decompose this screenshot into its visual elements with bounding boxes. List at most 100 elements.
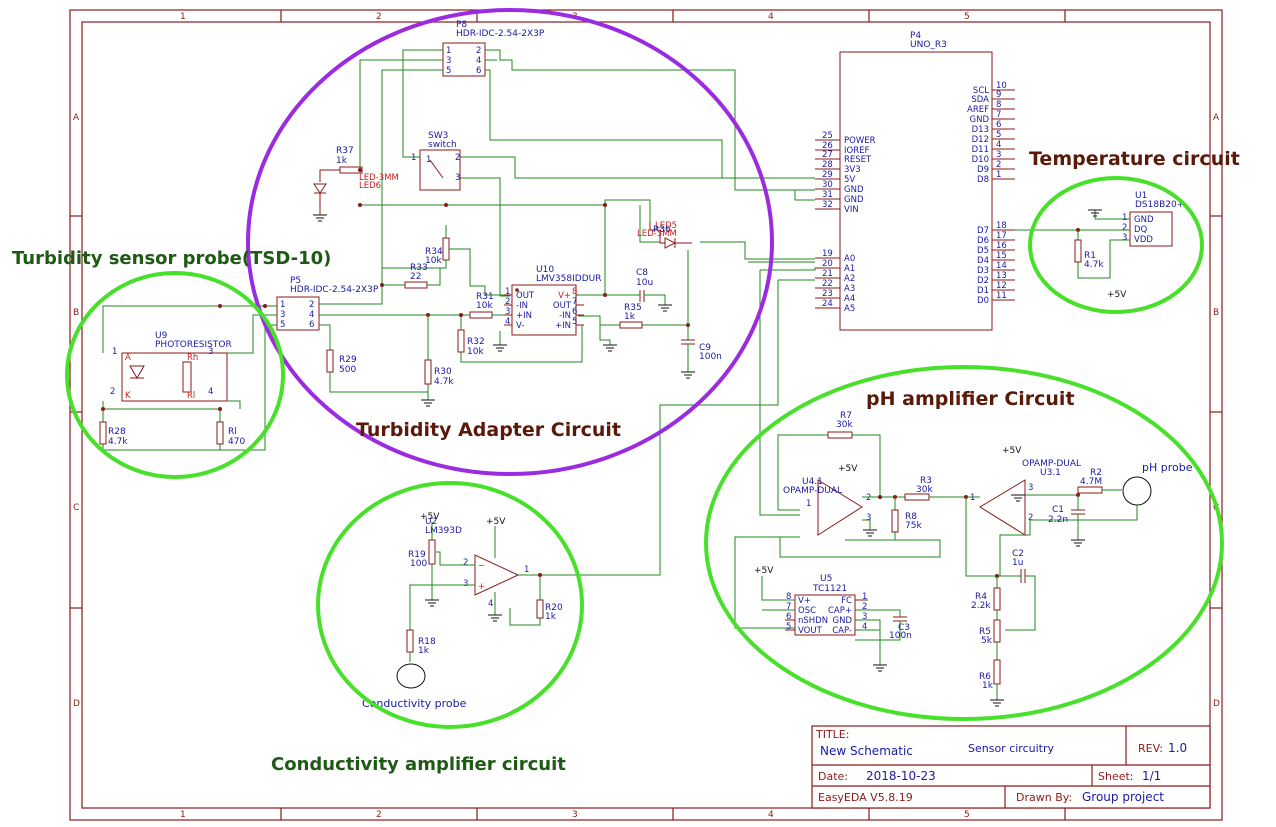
p4-pin-name: SDA: [971, 95, 989, 105]
sheet-label: Sheet:: [1098, 770, 1134, 783]
r2-value: 4.7M: [1080, 477, 1102, 487]
u9-label: Rl: [187, 391, 195, 401]
r33-value: 22: [410, 272, 421, 282]
u2-pin: 1: [524, 565, 529, 575]
r4-value: 2.2k: [971, 601, 991, 611]
p4-pin-num: 1: [996, 170, 1001, 180]
r2-ref: R2: [1090, 468, 1102, 478]
r20-ref: R20: [545, 603, 563, 613]
p4-pin-name: POWER: [844, 136, 876, 146]
p4-pin-name: D6: [977, 236, 989, 246]
p4-pin-name: A2: [844, 274, 855, 284]
p4-pin-name: D9: [977, 165, 989, 175]
p4-pin-num: 6: [996, 120, 1001, 130]
r30-ref: R30: [434, 367, 452, 377]
r18-value: 1k: [418, 646, 430, 656]
grid-row-label: D: [73, 699, 80, 709]
u3-opamp: [979, 479, 1026, 536]
u5-tc1121: [794, 594, 856, 636]
led5-value: LED-3MM: [637, 229, 677, 239]
p4-pin-name: D7: [977, 226, 989, 236]
turbidity-adapter-ellipse: [246, 8, 774, 476]
p4-pin-name: D0: [977, 296, 989, 306]
r28-resistor: [99, 421, 107, 445]
u5-pin-name: FC: [841, 596, 852, 606]
u5-pin-name: OSC: [798, 606, 816, 616]
c9-value: 100n: [699, 352, 722, 362]
p4-pin-num: 2: [996, 160, 1001, 170]
p4-pin-name: D4: [977, 256, 989, 266]
date-value: 2018-10-23: [866, 769, 936, 783]
u5-pin-name: V+: [798, 596, 811, 606]
u5-pin-num: 6: [786, 612, 791, 622]
r19-ref: R19: [408, 550, 426, 560]
temperature-ellipse: [1028, 176, 1204, 314]
p4-pin-name: D12: [972, 135, 989, 145]
u10-pin-name: +IN: [555, 321, 571, 331]
led6-ref: LED6: [359, 181, 381, 191]
rl-resistor: [216, 421, 224, 445]
r1-ref: R1: [1084, 251, 1096, 261]
sw3-value: switch: [428, 140, 457, 150]
p4-pin-num: 25: [822, 131, 833, 141]
grid-row-label: B: [73, 308, 79, 318]
u3-ref: U3.1: [1040, 468, 1061, 478]
p4-pin-name: SCL: [973, 86, 989, 96]
p4-pin-num: 12: [996, 281, 1007, 291]
turbidity-probe-circuit: U9 PHOTORESISTOR A K Rh Rl 1 2 3 4 R28 4…: [99, 304, 277, 451]
u10-pin-num: 5: [572, 317, 577, 327]
u5-pin-name: nSHDN: [798, 616, 828, 626]
r37-value: 1k: [336, 156, 348, 166]
turbidity-probe-ellipse: [65, 271, 285, 479]
u5-pin-num: 7: [786, 602, 791, 612]
ground-icon: [603, 344, 617, 352]
p8-ref: P8: [456, 20, 467, 30]
ground-icon: [990, 699, 1004, 707]
temperature-circuit: U1 DS18B20+ GND DQ VDD 1 2 3 R1 4.7k +5V: [1015, 191, 1184, 300]
p8-pin: 6: [476, 66, 481, 76]
turbidity-adapter-label: Turbidity Adapter Circuit: [356, 419, 621, 441]
u4-value: OPAMP-DUAL: [783, 486, 842, 496]
p4-pin-name: D8: [977, 175, 989, 185]
grid-row-label: B: [1213, 308, 1219, 318]
p4-pin-num: 9: [996, 90, 1001, 100]
u10-pin-name: V-: [516, 321, 524, 331]
u5-ref: U5: [820, 574, 832, 584]
u9-pin: 4: [208, 387, 213, 397]
p4-pin-name: A4: [844, 294, 855, 304]
ph-amplifier-circuit: R7 30k U4.1 OPAMP-DUAL +5V 1 2 3 R3 30k …: [734, 411, 1193, 700]
ph-amplifier-ellipse: [704, 365, 1224, 721]
ground-icon: [421, 399, 435, 407]
p5-pin: 1: [280, 300, 285, 310]
p8-pin: 2: [476, 46, 481, 56]
r28-value: 4.7k: [108, 437, 128, 447]
ground-icon: [1011, 494, 1025, 502]
p4-pin-name: D2: [977, 276, 989, 286]
grid-col-label: 1: [180, 810, 186, 820]
p4-pin-num: 21: [822, 269, 833, 279]
u2-comparator: [474, 554, 520, 596]
u3-value: OPAMP-DUAL: [1022, 459, 1081, 469]
u1-pin-name: GND: [1134, 215, 1154, 225]
u5-pin-num: 2: [862, 602, 867, 612]
title-block: TITLE: New Schematic Sensor circuitry RE…: [811, 725, 1211, 809]
u9-photoresistor: [121, 352, 228, 402]
r6-ref: R6: [979, 672, 991, 682]
vcc-label: +5V: [1107, 290, 1127, 300]
conductivity-ellipse: [316, 481, 584, 729]
p4-pin-num: 31: [822, 190, 833, 200]
p4-pin-num: 14: [996, 261, 1007, 271]
grid-col-label: 4: [768, 810, 774, 820]
p4-pin-name: D13: [972, 125, 989, 135]
r31-ref: R31: [476, 292, 494, 302]
p4-pin-num: 32: [822, 200, 833, 210]
r5-potentiometer: [993, 619, 1001, 643]
u5-pin-num: 3: [862, 612, 867, 622]
u4-pin: 2: [866, 493, 871, 503]
grid-row-label: D: [1213, 699, 1220, 709]
c8-ref: C8: [636, 268, 648, 278]
p4-pin-num: 5: [996, 130, 1001, 140]
p4-pin-num: 24: [822, 299, 833, 309]
